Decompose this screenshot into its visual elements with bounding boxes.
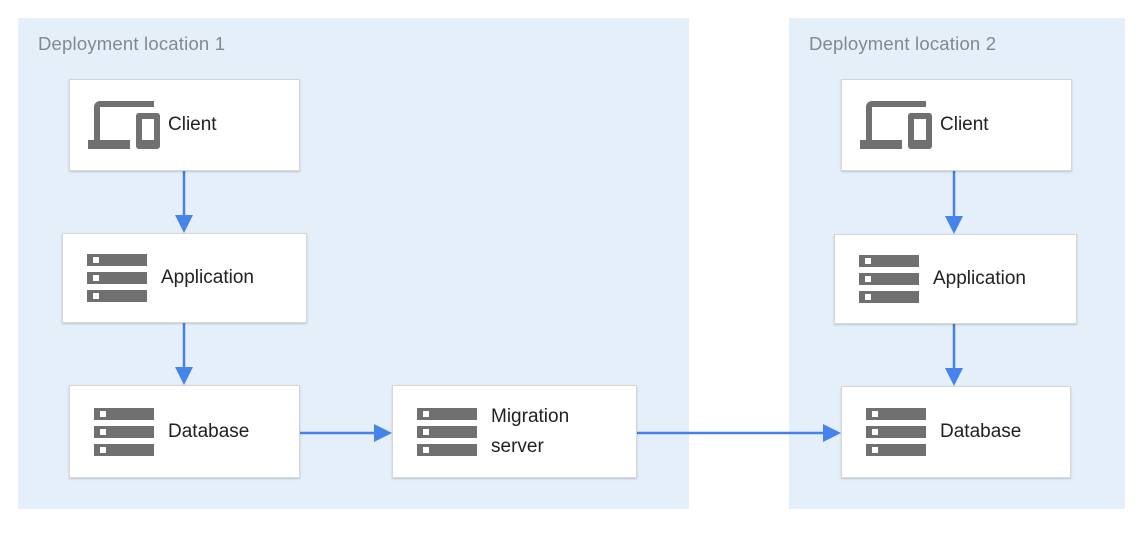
node-label: Application [933, 268, 1026, 290]
node-label: Application [161, 267, 254, 289]
server-icon [853, 243, 925, 315]
node-migration-server: Migration server [392, 385, 637, 478]
node-label: Migration server [491, 406, 570, 457]
node-label: Client [168, 114, 217, 136]
node-label: Database [168, 420, 250, 442]
devices-icon [860, 89, 932, 161]
node-application-2: Application [834, 234, 1077, 324]
server-icon [411, 396, 483, 468]
server-icon [860, 396, 932, 468]
node-client-2: Client [841, 79, 1072, 171]
node-label: Client [940, 114, 989, 136]
node-client-1: Client [69, 79, 300, 171]
deployment-location-2-label: Deployment location 2 [809, 33, 997, 54]
node-label: Database [940, 421, 1022, 443]
node-database-1: Database [69, 385, 300, 478]
devices-icon [88, 89, 160, 161]
deployment-location-1-label: Deployment location 1 [38, 33, 226, 54]
node-application-1: Application [62, 233, 307, 323]
server-icon [88, 396, 160, 468]
server-icon [81, 242, 153, 314]
node-database-2: Database [841, 386, 1071, 478]
